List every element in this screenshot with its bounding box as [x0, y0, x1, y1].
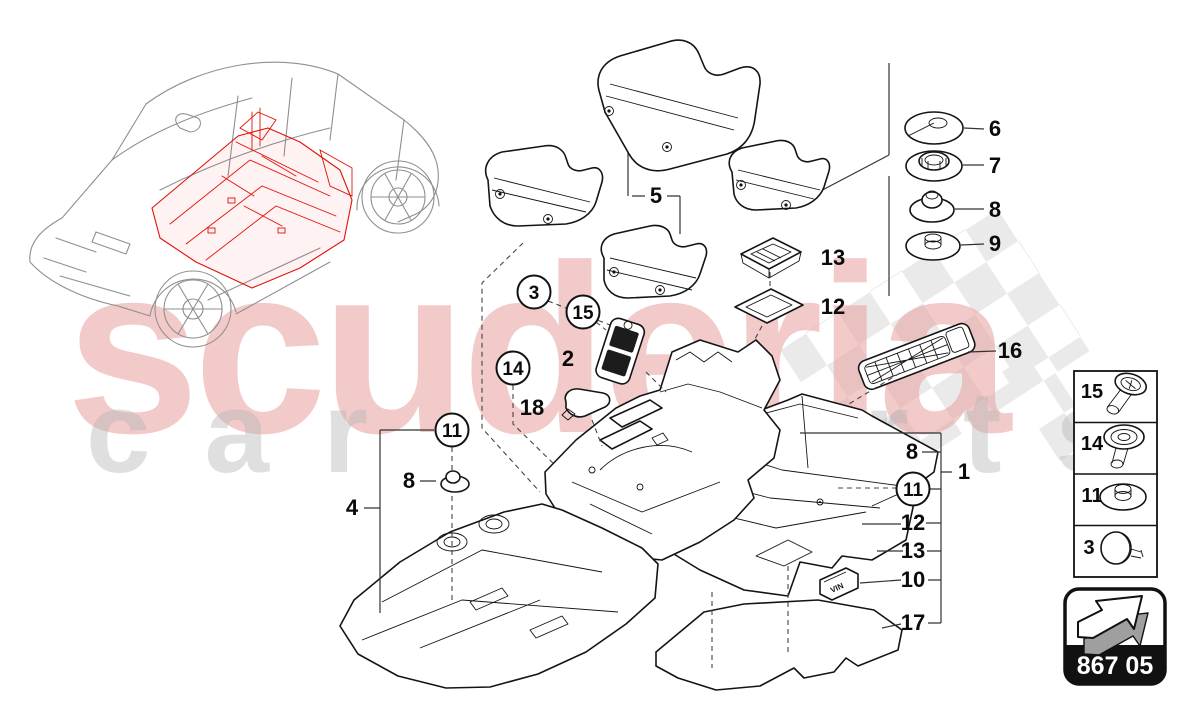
front-floor-carpet — [544, 339, 781, 561]
footrest-2 — [595, 317, 646, 385]
callout-5[interactable]: 5 — [650, 183, 662, 208]
front-wheel — [154, 270, 232, 348]
circled-callout-11-left[interactable]: 11 — [434, 412, 470, 448]
legend-row-3[interactable]: 3 — [1083, 531, 1144, 565]
callout-10[interactable]: 10 — [901, 567, 925, 592]
fastener-parts-column — [904, 111, 964, 261]
cover-cap-18 — [561, 388, 611, 421]
circled-callout-14[interactable]: 14 — [495, 350, 531, 386]
callout-7[interactable]: 7 — [989, 153, 1001, 178]
section-code: 867 05 — [1077, 652, 1154, 680]
svg-text:11: 11 — [1081, 485, 1102, 507]
circled-callout-3[interactable]: 3 — [516, 274, 552, 310]
watermark: scuderia car parts — [66, 215, 1120, 497]
section-code-box[interactable]: 867 05 — [1063, 587, 1167, 686]
plug-clip-8 — [909, 190, 955, 223]
callout-8-right[interactable]: 8 — [906, 439, 918, 464]
svg-text:15: 15 — [572, 303, 594, 324]
callout-4[interactable]: 4 — [346, 495, 359, 520]
cover-cap-icon — [1100, 531, 1144, 565]
floor-mat-rear-left — [600, 224, 708, 299]
under-carpet-insulation-4 — [339, 503, 659, 689]
floor-mat-rear-right — [728, 139, 831, 211]
washer-nut-9 — [905, 231, 961, 261]
callout-6[interactable]: 6 — [989, 116, 1001, 141]
callout-2[interactable]: 2 — [562, 346, 574, 371]
highlighted-floor-carpet — [151, 107, 353, 289]
callout-12-top[interactable]: 12 — [821, 294, 845, 319]
left-callout-bracket — [364, 429, 470, 613]
screw-icon — [1106, 372, 1148, 415]
washer-nut-icon — [1099, 483, 1147, 511]
circled-callout-11-right[interactable]: 11 — [895, 471, 931, 507]
floor-mat-front-right — [597, 39, 761, 172]
fastener-legend-table: 15 14 11 — [1073, 370, 1158, 578]
svg-text:11: 11 — [903, 480, 924, 501]
vin-bracket-10: VIN — [819, 567, 859, 601]
callout-8-left[interactable]: 8 — [403, 468, 415, 493]
grommet-7 — [905, 150, 963, 182]
load-floor-mat-17 — [655, 599, 903, 691]
callout-8-top[interactable]: 8 — [989, 197, 1001, 222]
callout-9[interactable]: 9 — [989, 231, 1001, 256]
storage-tray-13 — [740, 237, 802, 279]
svg-text:11: 11 — [442, 421, 463, 442]
floor-mats-set — [484, 39, 831, 299]
forward-arrow-icon — [1077, 595, 1149, 656]
right-callout-bracket — [800, 432, 952, 629]
svg-text:3: 3 — [1083, 537, 1094, 559]
alignment-dashed-lines — [451, 242, 897, 600]
legend-row-15[interactable]: 15 — [1081, 370, 1149, 422]
callout-16[interactable]: 16 — [998, 338, 1022, 363]
svg-text:3: 3 — [529, 283, 540, 304]
svg-text:15: 15 — [1081, 381, 1103, 403]
tray-frame-12 — [734, 288, 804, 324]
callout-18[interactable]: 18 — [520, 395, 544, 420]
svg-text:14: 14 — [502, 359, 524, 380]
callout-13-top[interactable]: 13 — [821, 245, 845, 270]
callout-labels: 5 6 7 8 9 13 12 16 2 18 4 8 8 1 12 13 10… — [346, 116, 1022, 635]
callout-13-right[interactable]: 13 — [901, 538, 925, 563]
legend-row-11[interactable]: 11 — [1081, 483, 1147, 511]
circled-callout-15[interactable]: 15 — [565, 294, 601, 330]
callout-17[interactable]: 17 — [901, 610, 925, 635]
legend-row-14[interactable]: 14 — [1081, 424, 1145, 469]
circled-callouts: 3 15 14 11 11 — [434, 274, 931, 507]
cover-washer-6 — [904, 111, 964, 145]
rear-wheel — [361, 160, 435, 234]
push-rivet-icon — [1103, 424, 1145, 469]
sill-trim-16 — [857, 322, 976, 391]
svg-text:14: 14 — [1081, 433, 1104, 455]
floor-mat-front-left — [484, 144, 604, 227]
callout-12-right[interactable]: 12 — [901, 510, 925, 535]
callout-1[interactable]: 1 — [958, 459, 970, 484]
car-sketch — [29, 61, 440, 348]
